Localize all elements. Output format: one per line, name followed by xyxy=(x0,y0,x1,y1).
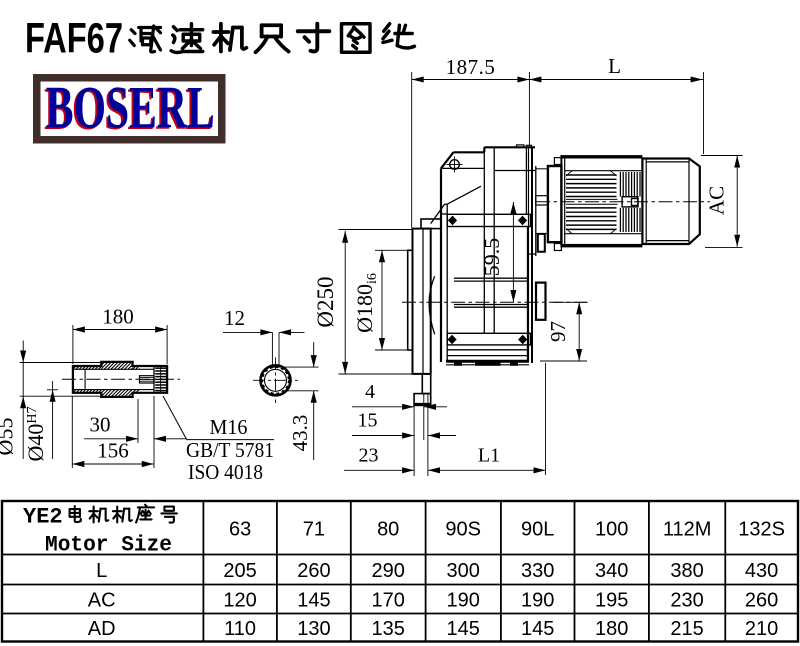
svg-text:L: L xyxy=(96,560,107,582)
svg-text:AD: AD xyxy=(88,618,116,640)
svg-text:YE2: YE2 xyxy=(23,505,63,530)
svg-text:260: 260 xyxy=(745,590,778,612)
svg-text:135: 135 xyxy=(372,618,405,640)
svg-text:Motor Size: Motor Size xyxy=(45,533,172,558)
svg-text:71: 71 xyxy=(303,519,325,541)
svg-text:190: 190 xyxy=(521,590,554,612)
svg-text:156: 156 xyxy=(97,439,129,463)
svg-text:340: 340 xyxy=(595,560,628,582)
svg-text:180: 180 xyxy=(595,618,628,640)
svg-text:FAF67: FAF67 xyxy=(25,15,123,63)
svg-text:M16: M16 xyxy=(210,415,248,439)
svg-text:90L: 90L xyxy=(521,519,554,541)
svg-text:145: 145 xyxy=(297,590,330,612)
svg-text:187.5: 187.5 xyxy=(446,55,496,79)
svg-text:100: 100 xyxy=(595,519,628,541)
svg-text:12: 12 xyxy=(224,306,245,330)
svg-text:43.3: 43.3 xyxy=(288,415,312,452)
svg-text:15: 15 xyxy=(358,410,378,432)
svg-text:59.5: 59.5 xyxy=(479,238,504,277)
svg-text:4: 4 xyxy=(365,381,375,403)
svg-text:205: 205 xyxy=(223,560,256,582)
svg-text:Ø250: Ø250 xyxy=(313,276,338,327)
svg-text:23: 23 xyxy=(359,445,379,467)
svg-text:L1: L1 xyxy=(478,445,500,467)
svg-text:97: 97 xyxy=(546,321,570,342)
svg-text:L: L xyxy=(608,54,621,78)
svg-text:195: 195 xyxy=(595,590,628,612)
svg-text:215: 215 xyxy=(670,618,703,640)
svg-text:110: 110 xyxy=(224,618,256,640)
svg-text:190: 190 xyxy=(447,590,480,612)
svg-text:430: 430 xyxy=(745,560,778,582)
svg-text:30: 30 xyxy=(90,413,111,437)
svg-text:230: 230 xyxy=(670,590,703,612)
svg-text:380: 380 xyxy=(670,560,703,582)
svg-text:BOSERL: BOSERL xyxy=(46,75,215,141)
svg-text:ISO 4018: ISO 4018 xyxy=(188,460,263,484)
svg-text:63: 63 xyxy=(229,519,251,541)
svg-text:300: 300 xyxy=(447,560,480,582)
svg-text:210: 210 xyxy=(745,618,778,640)
svg-text:132S: 132S xyxy=(738,519,785,541)
svg-text:GB/T 5781: GB/T 5781 xyxy=(186,438,274,462)
svg-text:AC: AC xyxy=(705,186,729,215)
svg-text:112M: 112M xyxy=(663,519,712,541)
svg-text:Ø55: Ø55 xyxy=(0,418,18,456)
svg-text:BOSERL: BOSERL xyxy=(44,76,213,142)
svg-text:145: 145 xyxy=(447,618,480,640)
svg-text:290: 290 xyxy=(372,560,405,582)
svg-text:130: 130 xyxy=(297,618,330,640)
svg-text:145: 145 xyxy=(521,618,554,640)
svg-text:180: 180 xyxy=(102,305,134,329)
svg-text:120: 120 xyxy=(223,590,256,612)
svg-text:90S: 90S xyxy=(445,519,481,541)
svg-text:80: 80 xyxy=(377,519,399,541)
svg-text:AC: AC xyxy=(88,590,116,612)
svg-text:260: 260 xyxy=(297,560,330,582)
svg-text:170: 170 xyxy=(372,590,405,612)
svg-text:330: 330 xyxy=(521,560,554,582)
